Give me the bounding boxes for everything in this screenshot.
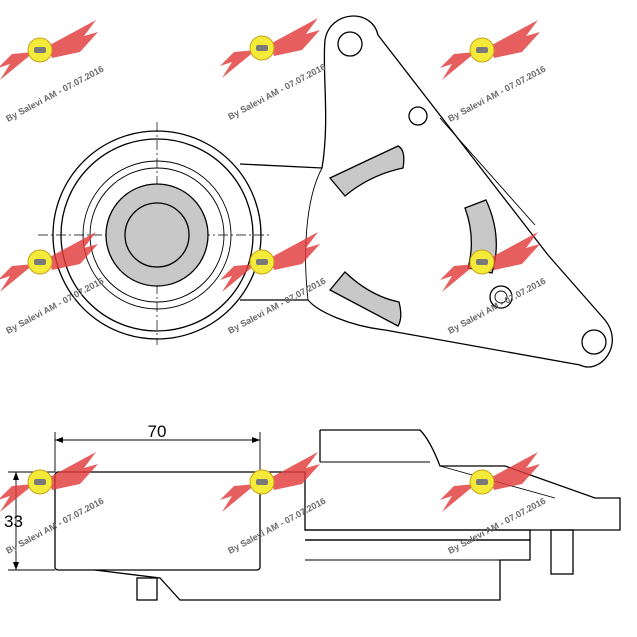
watermark-text: By Salevi AM - 07.07.2016: [226, 496, 327, 556]
watermark-car-icon: [256, 259, 268, 265]
watermark-car-icon: [476, 47, 488, 53]
watermark-wing-right: [490, 20, 540, 58]
mounting-hole-top: [337, 31, 363, 57]
watermark-wing-right: [270, 232, 320, 270]
watermark-wing-right: [270, 18, 320, 56]
watermark-car-icon: [256, 45, 268, 51]
watermark-wing-right: [270, 452, 320, 490]
arc-slot-lower: [328, 271, 402, 327]
watermark-text: By Salevi AM - 07.07.2016: [4, 64, 105, 124]
arc-slot-upper: [328, 145, 405, 197]
watermark-car-icon: [476, 479, 488, 485]
watermark-wing-left: [440, 264, 476, 292]
mounting-hole-right: [581, 329, 607, 355]
pin-hole-outer: [489, 285, 513, 309]
dim-width-label: 70: [148, 422, 167, 441]
watermark-wing-right: [48, 20, 98, 58]
bracket-base: [94, 539, 531, 601]
watermark-stamp: By Salevi AM - 07.07.2016: [0, 232, 105, 336]
dim-height-label: 33: [4, 512, 23, 531]
watermark-wing-left: [220, 50, 256, 78]
watermark-wing-left: [220, 264, 256, 292]
watermark-wing-right: [48, 232, 98, 270]
watermark-wing-left: [440, 52, 476, 80]
watermark-wing-left: [0, 52, 34, 80]
top-view: [38, 15, 613, 368]
watermark-car-icon: [34, 479, 46, 485]
watermark-stamp: By Salevi AM - 07.07.2016: [0, 20, 105, 124]
pulley-groove: [82, 160, 232, 310]
bearing-race: [105, 183, 209, 287]
tensioner-bracket: [239, 15, 613, 368]
pulley-side-body: [54, 471, 261, 571]
pulley-rim: [60, 138, 254, 332]
watermark-group: By Salevi AM - 07.07.2016 By Salevi AM - …: [0, 18, 547, 556]
watermark-wing-right: [490, 232, 540, 270]
bearing-outer: [89, 167, 225, 303]
watermark-wing-right: [48, 452, 98, 490]
pin-right: [550, 529, 574, 575]
pulley-outer-ring: [52, 130, 262, 340]
watermark-wing-right: [490, 452, 540, 490]
bracket-side-upper: [305, 429, 621, 531]
watermark-car-icon: [34, 47, 46, 53]
bearing-hub: [124, 202, 190, 268]
bracket-rib: [439, 117, 536, 226]
pin-hole-inner: [494, 290, 508, 304]
watermark-wing-left: [220, 484, 256, 512]
watermark-stamp: By Salevi AM - 07.07.2016: [440, 20, 547, 124]
watermark-text: By Salevi AM - 07.07.2016: [446, 64, 547, 124]
watermark-stamp: By Salevi AM - 07.07.2016: [220, 18, 327, 122]
watermark-car-icon: [476, 259, 488, 265]
watermark-text: By Salevi AM - 07.07.2016: [226, 276, 327, 336]
watermark-car-icon: [34, 259, 46, 265]
watermark-text: By Salevi AM - 07.07.2016: [4, 276, 105, 336]
small-hole: [408, 106, 428, 126]
watermark-text: By Salevi AM - 07.07.2016: [226, 62, 327, 122]
watermark-car-icon: [256, 479, 268, 485]
watermark-wing-left: [0, 264, 34, 292]
watermark-stamp: By Salevi AM - 07.07.2016: [220, 232, 327, 336]
stud-bottom: [136, 577, 158, 601]
watermark-text: By Salevi AM - 07.07.2016: [446, 276, 547, 336]
watermark-wing-left: [440, 484, 476, 512]
watermark-wing-left: [0, 484, 34, 512]
side-view: 70 33: [4, 422, 621, 601]
bracket-bend-line: [305, 167, 323, 301]
watermark-text: By Salevi AM - 07.07.2016: [446, 496, 547, 556]
